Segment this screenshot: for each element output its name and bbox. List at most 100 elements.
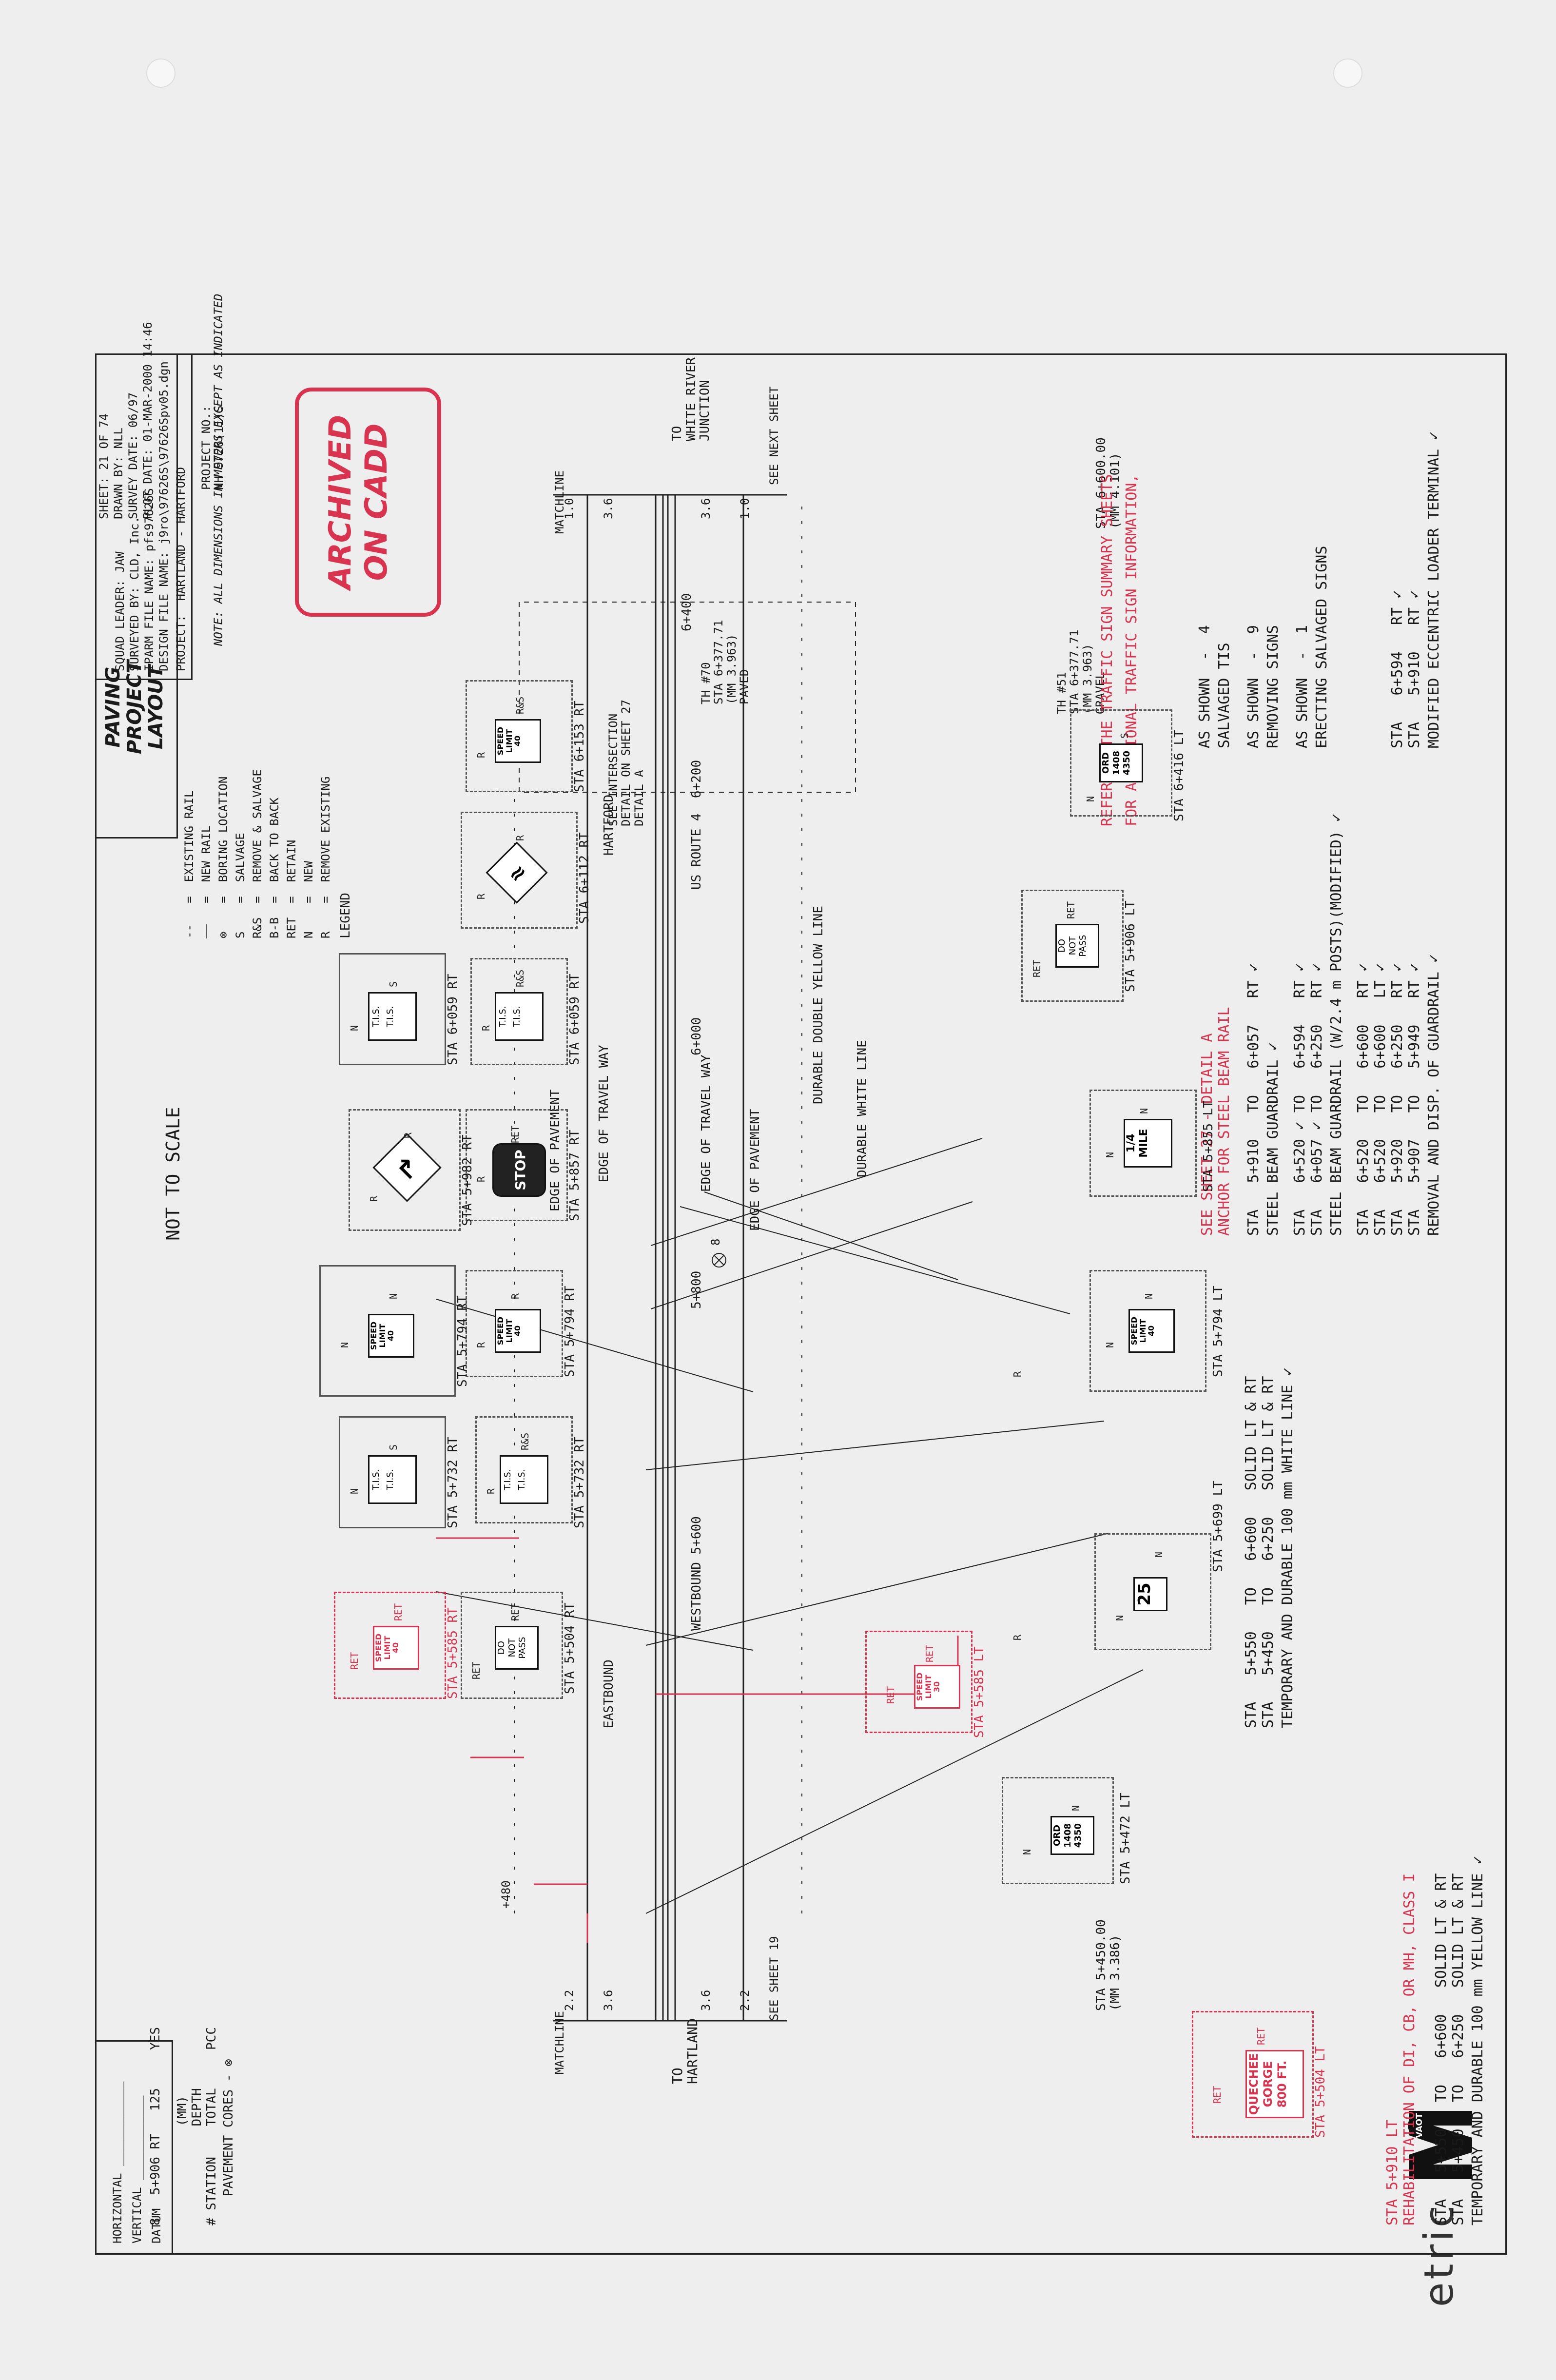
legend-item-4: R&S = REMOVE & SALVAGE	[251, 769, 264, 938]
white-line-2: STA 5+550 TO 6+600 SOLID LT & RT	[1243, 1376, 1260, 1728]
sign-s4-sta: STA 5+699 LT	[1211, 1481, 1225, 1572]
sign-s3-b: RET	[924, 1644, 935, 1662]
sign-s13-sta: STA 5+794 RT	[563, 1286, 577, 1377]
eastbound-label: EASTBOUND	[602, 1659, 616, 1728]
edge-travel-bottom: EDGE OF TRAVEL WAY	[597, 1045, 611, 1182]
erect-line: AS SHOWN - 1	[1294, 625, 1311, 748]
steel-gr-title: STEEL BEAM GUARDRAIL ✓	[1264, 1042, 1282, 1236]
sign-s10-sta: STA 5+585 RT	[446, 1607, 460, 1699]
legend-title: LEGEND	[338, 893, 353, 938]
plot-date: PLOT DATE: 01-MAR-2000 14:46	[141, 322, 155, 519]
sign-s1-face: QUECHEE GORGE 800 FT.	[1245, 2050, 1304, 2118]
surveyed-by: SURVEYED BY: CLD, Inc.	[128, 516, 141, 671]
sign-s5-sta: STA 5+794 LT	[1211, 1286, 1225, 1377]
sign-s20-sta: STA 6+153 RT	[572, 701, 587, 792]
dim-3-6-c: 3.6	[699, 498, 713, 519]
sign-s9-face: DO NOT PASS	[495, 1626, 539, 1670]
sign-s19-sta: STA 6+112 RT	[577, 832, 592, 924]
sign-s1-sta: STA 5+504 LT	[1313, 2046, 1328, 2138]
removal-line-4: STA 6+520 TO 6+600 RT ✓	[1355, 963, 1372, 1236]
station-6200: US ROUTE 4 6+200	[689, 760, 704, 890]
sign-s14-face: SPEED LIMIT 40	[368, 1314, 414, 1358]
road-plan-svg	[436, 494, 1144, 2022]
sign-s7-face: DO NOT PASS	[1055, 924, 1099, 968]
legend-item-7: —— = NEW RAIL	[199, 825, 213, 938]
eccentric-line-2: STA 6+594 RT ✓	[1389, 589, 1406, 748]
sign-s14-sta: STA 5+794 RT	[455, 1295, 470, 1387]
sign-s11-sta: STA 5+732 RT	[572, 1437, 587, 1528]
dim-3-6-a: 3.6	[699, 1990, 713, 2011]
sign-s13-a: R	[475, 1342, 487, 1348]
dim-3-6-b: 3.6	[602, 1990, 615, 2011]
sign-s18-a: S	[388, 981, 399, 987]
rehab-title: REHABILITATION OF DI, CB, OR MH, CLASS I	[1401, 1873, 1418, 2225]
sign-s6-sta: STA 5+855 LT	[1201, 1100, 1216, 1192]
sign-s20-a: R&S	[514, 696, 526, 714]
dim-1-0-a: 1.0	[738, 498, 752, 519]
sign-s2-b: N	[1070, 1805, 1082, 1811]
sign-s4-a: N	[1114, 1615, 1126, 1621]
sign-s1-b: RET	[1255, 2027, 1267, 2045]
sign-s7-b: RET	[1065, 901, 1077, 919]
sign-s8-a: N	[1085, 796, 1096, 802]
sign-s15-face: STOP	[492, 1143, 546, 1197]
sign-s18-sta: STA 6+059 RT	[446, 974, 460, 1065]
legend-item-8: -- = EXISTING RAIL	[182, 790, 196, 938]
dim-3-6-d: 3.6	[602, 498, 615, 519]
sign-s18-b: N	[349, 1025, 360, 1031]
legend-item-6: ⊗ = BORING LOCATION	[216, 776, 230, 938]
cores-title: PAVEMENT CORES - ⊗	[221, 2059, 236, 2196]
matchline-left: MATCHLINE	[553, 2010, 566, 2074]
sign-s2-face: ORD 1408 4350	[1050, 1816, 1094, 1855]
cores-header-3: (MM)	[175, 2095, 190, 2225]
yellow-line-1: STA 5+450 TO 6+250 SOLID LT & RT	[1450, 1873, 1467, 2225]
sign-s8-b: S	[1119, 732, 1130, 739]
rehab-line: STA 5+910 LT	[1384, 2120, 1401, 2225]
removing-line: AS SHOWN - 9	[1245, 625, 1262, 748]
sign-s18-face: T.I.S. T.I.S.	[368, 992, 417, 1041]
th70-label: TH #70 STA 6+377.71 (MM 3.963) PAVED	[699, 620, 752, 704]
sign-s3-face: SPEED LIMIT 30	[914, 1665, 960, 1709]
see-sheet-19-label: SEE SHEET 19	[767, 1936, 781, 2021]
sign-s6-face: 1/4 MILE	[1124, 1119, 1172, 1168]
sign-s5-c: R	[1011, 1371, 1023, 1377]
edge-travel-top: EDGE OF TRAVEL WAY	[699, 1054, 714, 1192]
sign-s15-b: R	[475, 1176, 487, 1182]
salvaged-title: SALVAGED TIS	[1216, 643, 1233, 748]
sign-s11-face: T.I.S. T.I.S.	[500, 1455, 548, 1504]
sign-s8-face: ORD 1408 4350	[1099, 743, 1143, 782]
sign-s9-sta: STA 5+504 RT	[563, 1602, 577, 1694]
sign-s5-face: SPEED LIMIT 40	[1128, 1309, 1175, 1353]
steel-line-1: STA 6+057 ✓ TO 6+250 RT ✓	[1308, 963, 1325, 1236]
dim-2-2-b: 2.2	[563, 1990, 576, 2011]
sign-s3-a: RET	[885, 1686, 896, 1704]
datum-vertical: VERTICAL ____________	[130, 2095, 144, 2243]
sign-s4-face: 25	[1133, 1577, 1167, 1611]
sign-s14-a: N	[339, 1342, 350, 1348]
boring-number: 8	[709, 1238, 722, 1246]
eccentric-line-1: STA 5+910 RT ✓	[1406, 589, 1423, 748]
sign-s2-sta: STA 5+472 LT	[1118, 1793, 1133, 1884]
sign-s5-b: N	[1143, 1293, 1155, 1299]
steel-line-2: STA 6+520 ✓ TO 6+594 RT ✓	[1291, 963, 1308, 1236]
cores-header-2: DEPTH	[190, 2088, 204, 2225]
legend-item-2: RET = RETAIN	[285, 839, 298, 938]
sign-s13-face: SPEED LIMIT 40	[495, 1309, 541, 1353]
metric-logo: VAOT etric	[1399, 2096, 1482, 2307]
sign-s11-a: R&S	[519, 1432, 531, 1450]
to-hartland-label: TO HARTLAND	[669, 2018, 700, 2084]
sign-s8-sta: STA 6+416 LT	[1172, 730, 1186, 821]
station-6400: 6+400	[680, 593, 694, 631]
to-wrj-label: TO WHITE RIVER JUNCTION	[670, 357, 713, 441]
project-number: PROJECT NO.: NH 9726(11)S	[199, 405, 226, 490]
vaot-badge-text: VAOT	[1415, 2113, 1424, 2138]
edge-pavement-top: EDGE OF PAVEMENT	[748, 1109, 762, 1231]
white-line-1: STA 5+450 TO 6+250 SOLID LT & RT	[1260, 1376, 1277, 1728]
sign-s16-a: R	[402, 1132, 414, 1138]
station-6000: 6+000	[689, 1017, 704, 1055]
sign-s11-b: R	[485, 1488, 497, 1494]
cores-row: 8 5+906 RT 125 YES	[148, 2027, 163, 2225]
sign-s2-a: N	[1021, 1849, 1033, 1855]
sign-s6-a: N	[1104, 1151, 1116, 1158]
